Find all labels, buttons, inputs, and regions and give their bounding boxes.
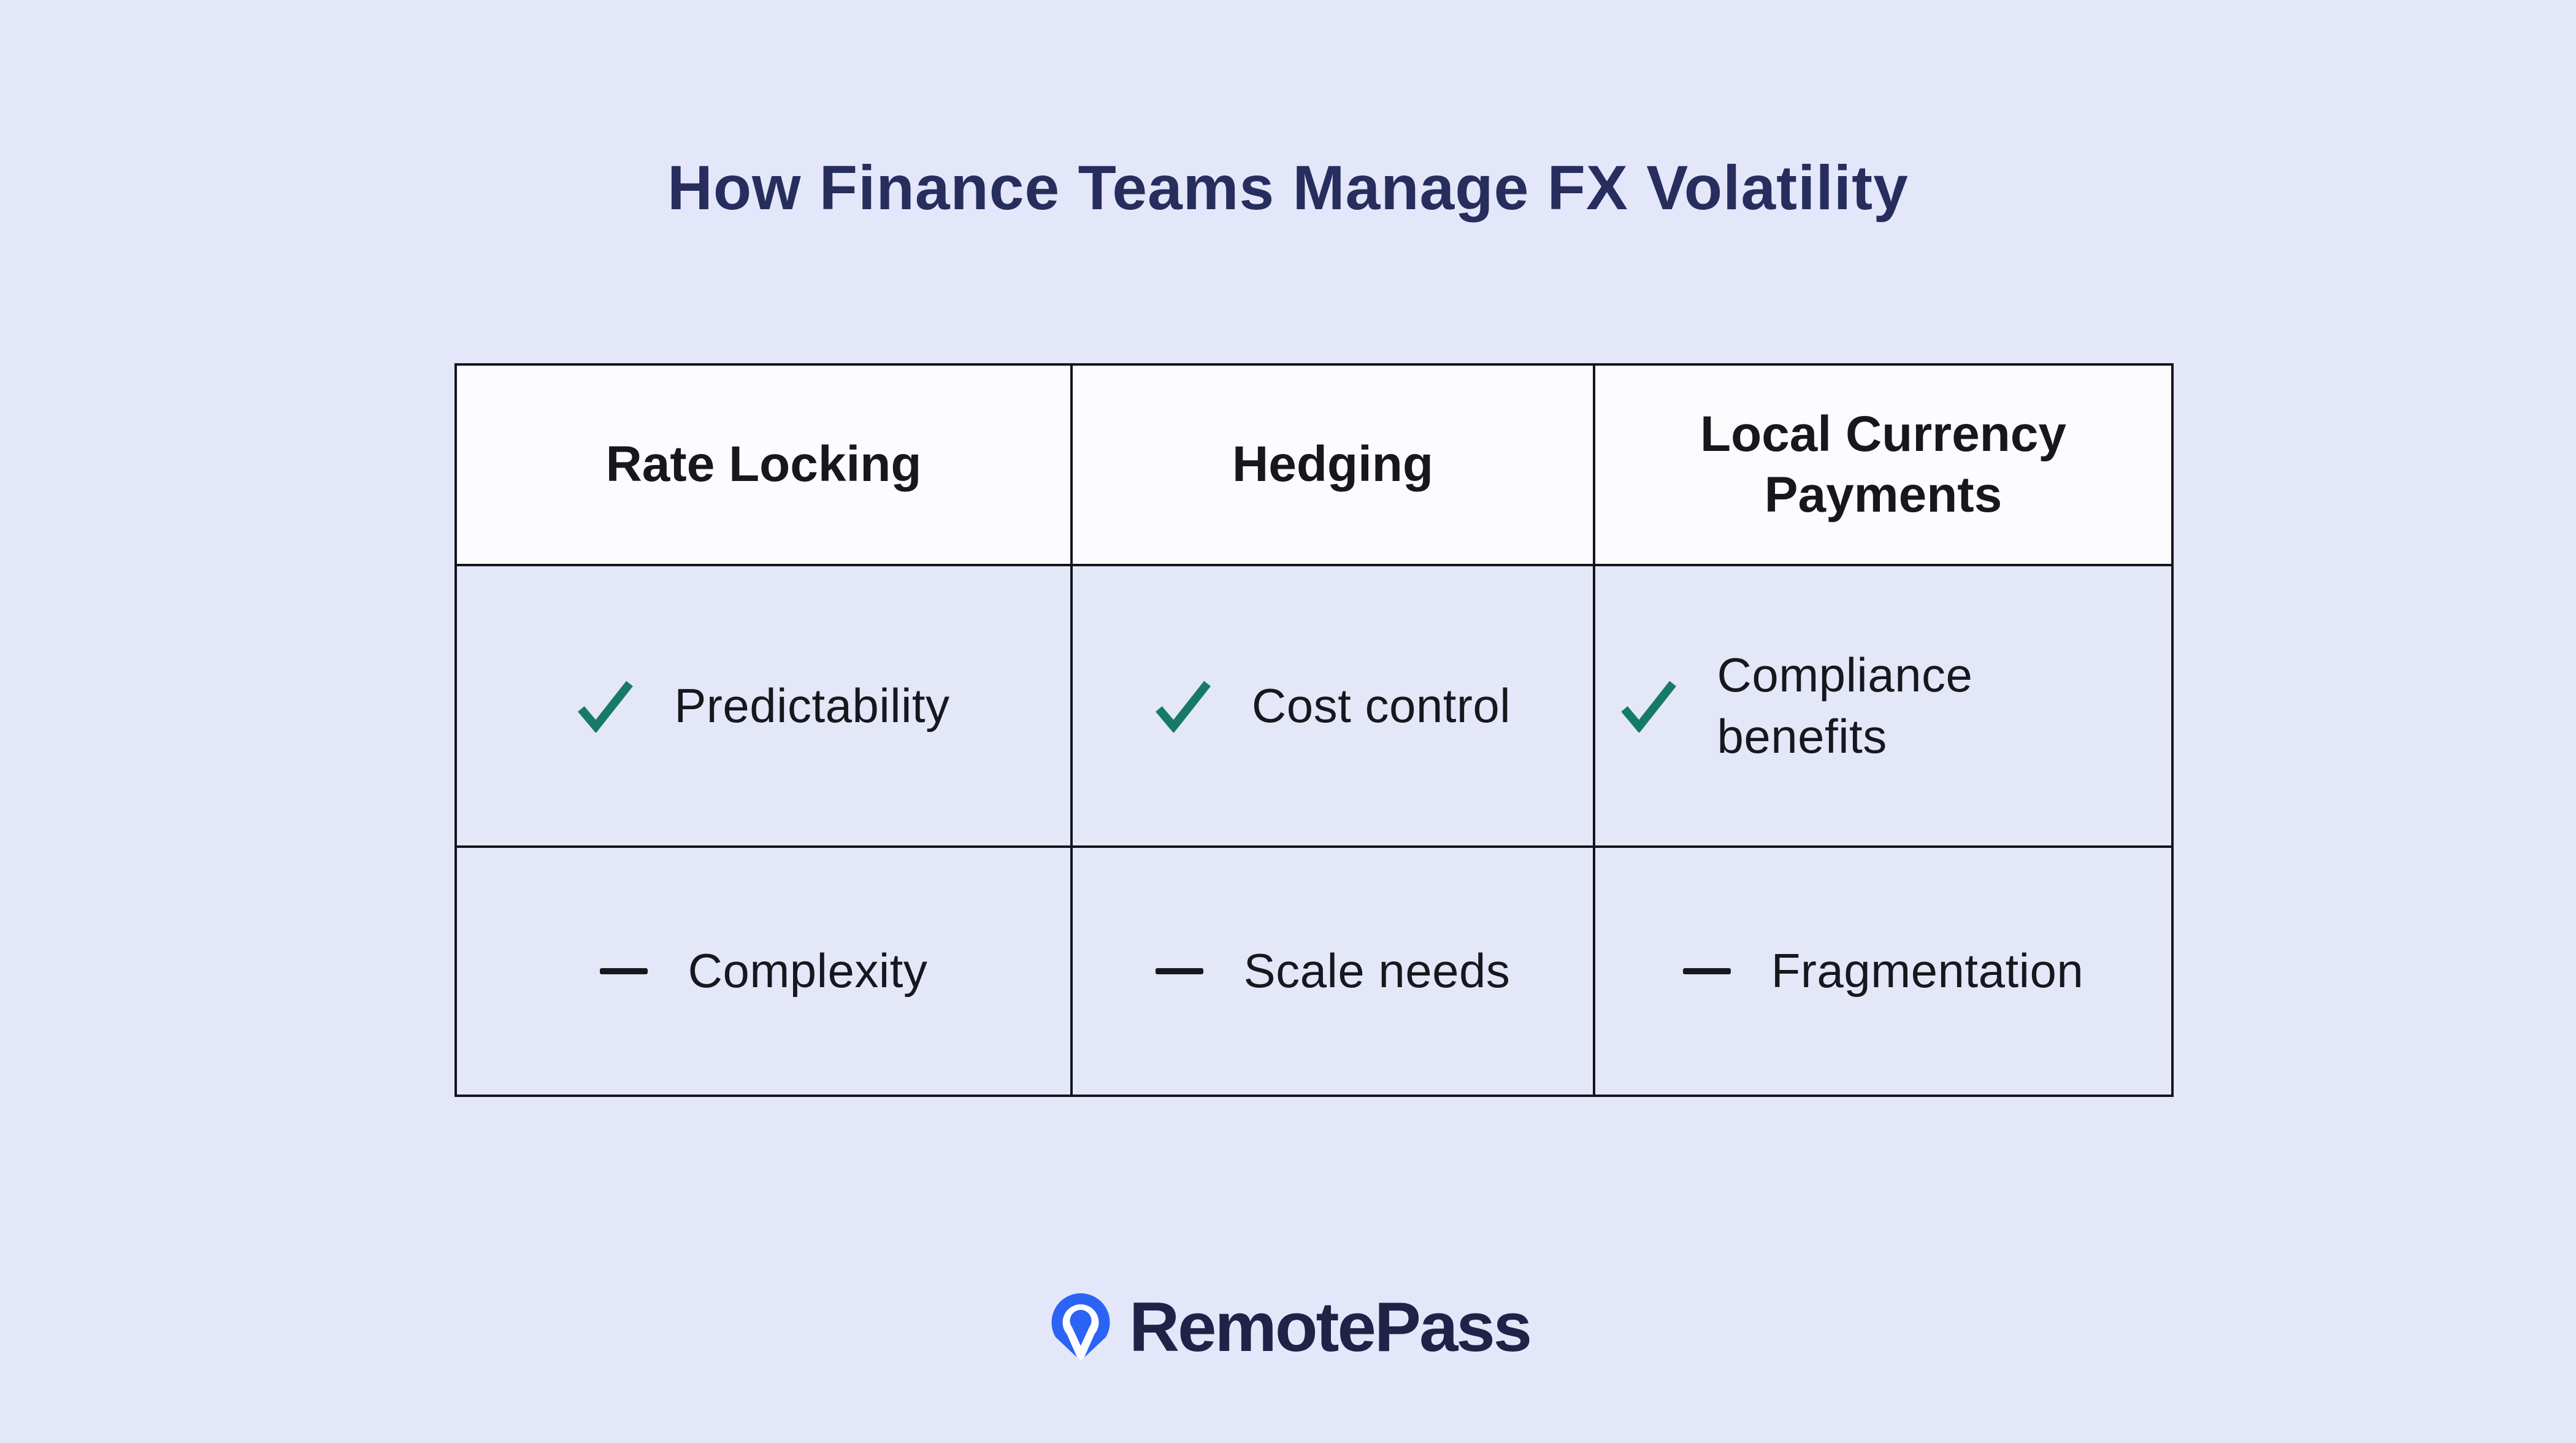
header-cell-hedging: Hedging [1073,366,1593,564]
header-label: Local Currency Payments [1700,406,2066,523]
dash-icon [1682,968,1731,974]
brand-lockup: RemotePass [0,1287,2576,1368]
check-icon [578,680,634,733]
brand-name: RemotePass [1129,1288,1532,1366]
pro-cell-hedging: Cost control [1073,566,1593,845]
con-cell-hedging: Scale needs [1073,848,1593,1095]
con-cell-local-currency-payments: Fragmentation [1595,848,2171,1095]
con-label: Fragmentation [1771,944,2084,998]
comparison-table: Rate Locking Hedging Local Currency Paym… [454,363,2174,1097]
pro-label: Cost control [1251,678,1511,733]
location-pin-icon [1051,1293,1110,1361]
pro-cell-local-currency-payments: Compliance benefits [1595,566,2171,845]
header-cell-rate-locking: Rate Locking [457,366,1070,564]
pro-label: Predictability [674,678,950,733]
dash-icon [1155,968,1203,974]
page-title: How Finance Teams Manage FX Volatility [667,153,1909,223]
header-label: Hedging [1232,436,1433,493]
con-label: Complexity [688,944,928,998]
pro-cell-rate-locking: Predictability [457,566,1070,845]
check-icon [1156,680,1211,733]
check-icon [1620,680,1676,733]
header-cell-local-currency-payments: Local Currency Payments [1595,366,2171,564]
con-cell-rate-locking: Complexity [457,848,1070,1095]
con-label: Scale needs [1243,944,1511,998]
header-label: Rate Locking [605,436,922,493]
pro-label: Compliance benefits [1717,647,1973,763]
dash-icon [599,968,648,974]
